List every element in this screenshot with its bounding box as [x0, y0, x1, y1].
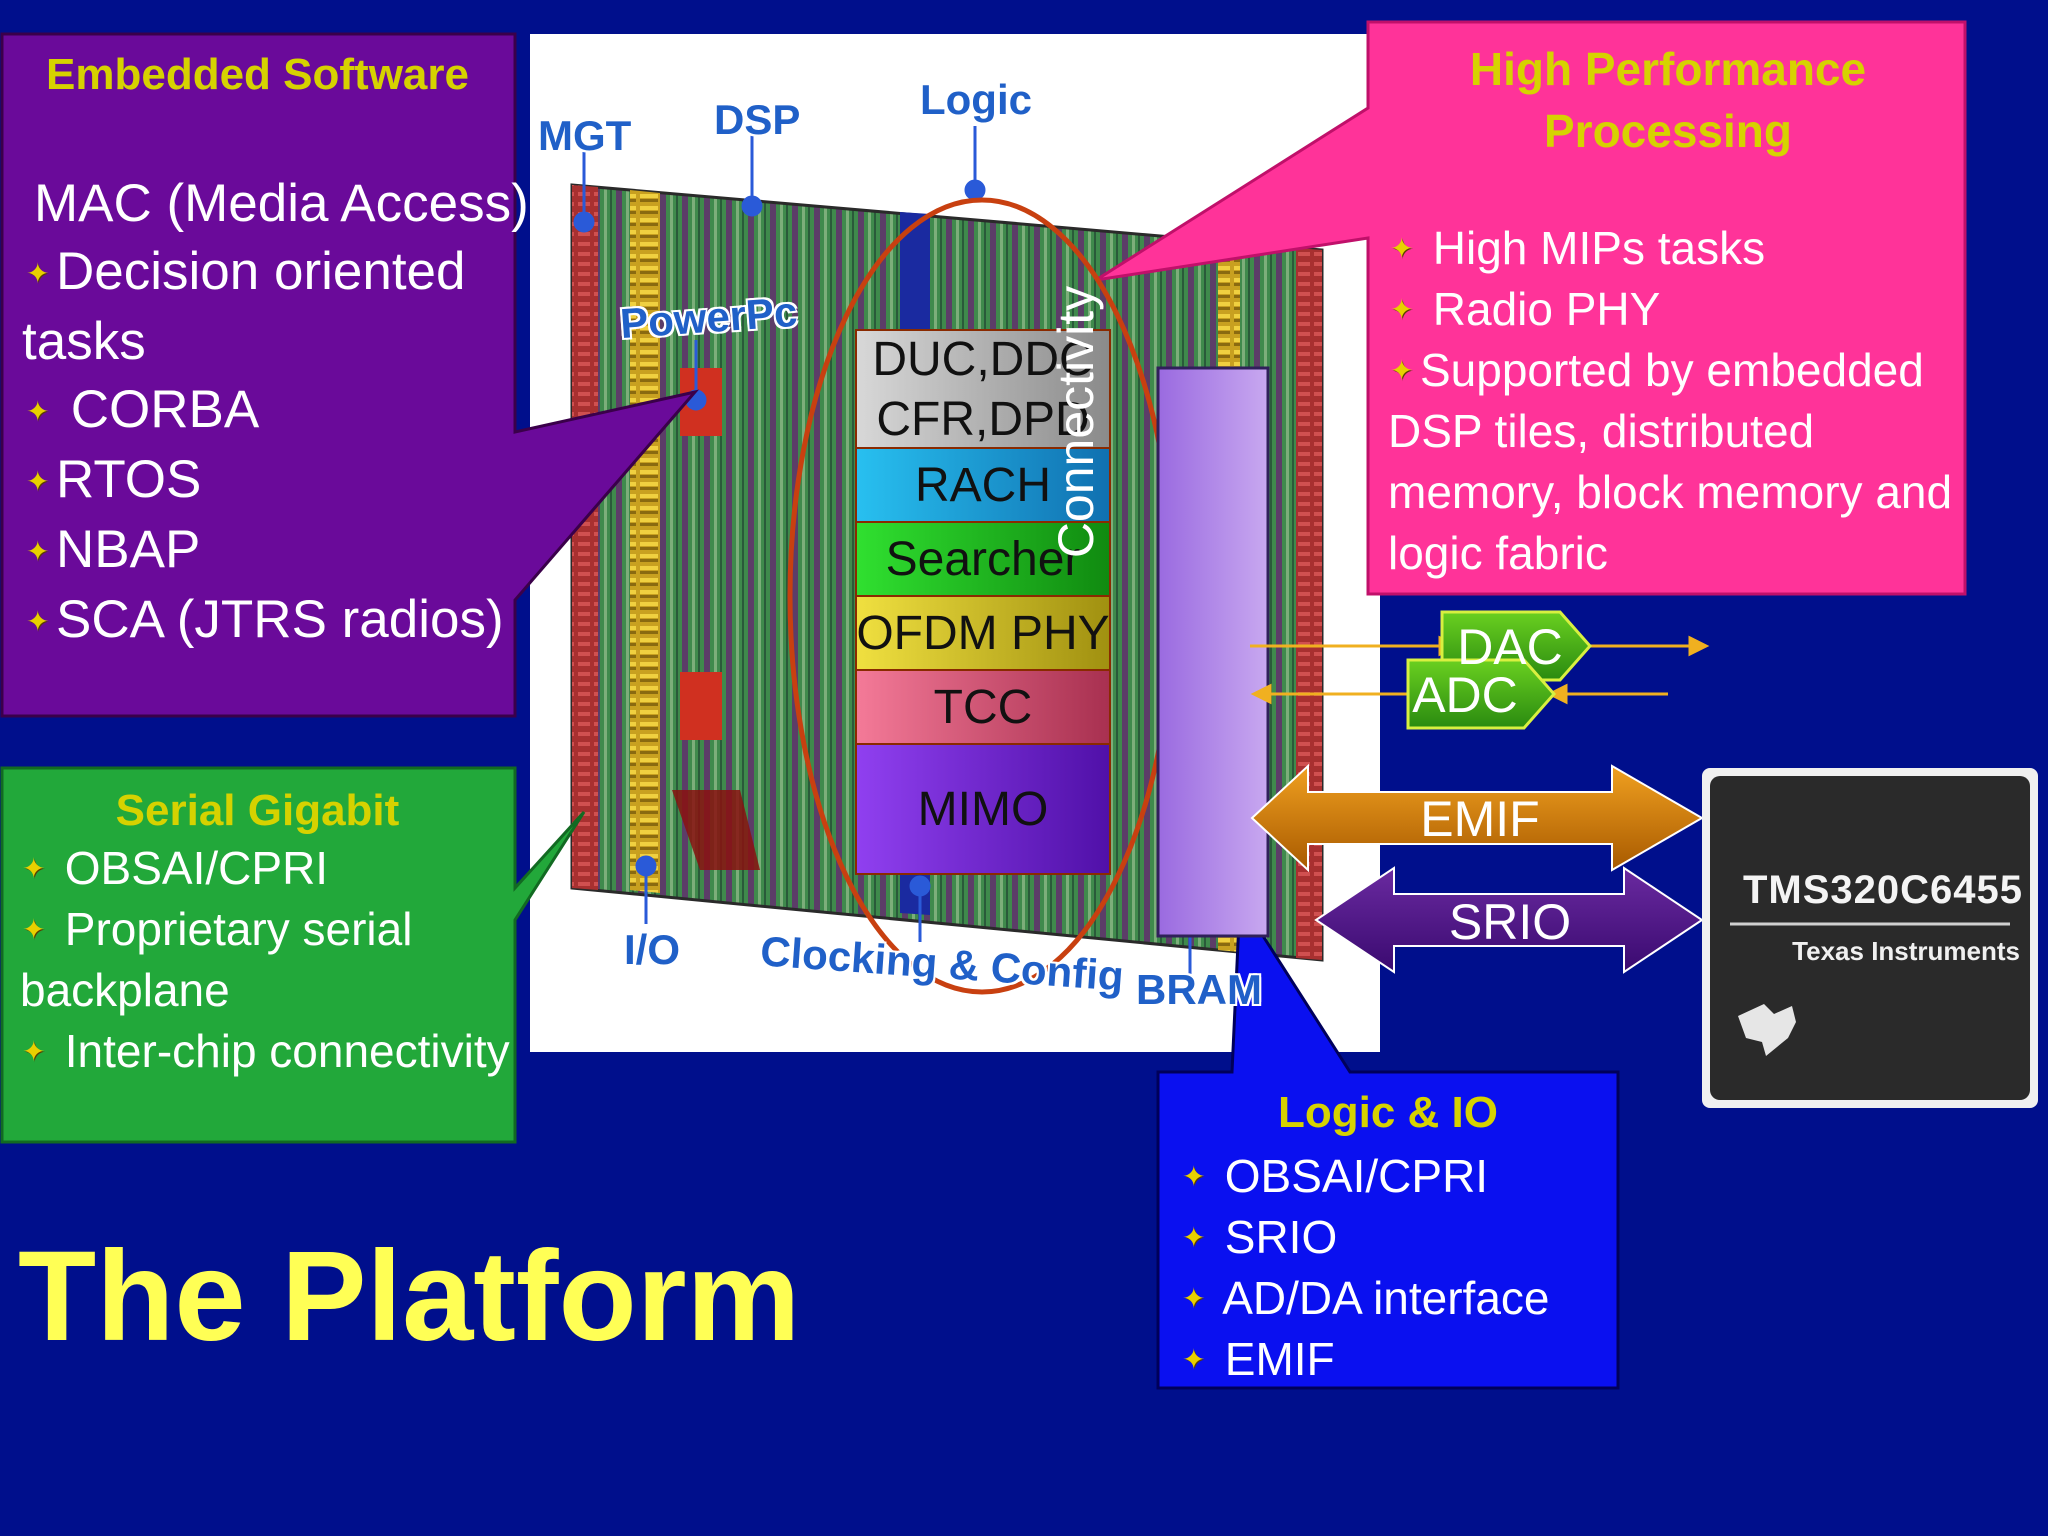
diamond-bullet-icon: ✦: [1390, 233, 1414, 264]
dac-label: DAC: [1457, 619, 1563, 675]
mgt-label: MGT: [538, 112, 632, 159]
diamond-bullet-icon: ✦: [1182, 1344, 1206, 1375]
embedded-software-item: MAC (Media Access): [34, 174, 529, 233]
high-performance-title: High Performance Processing: [1368, 38, 1968, 162]
connectivity-bar: [1156, 366, 1270, 938]
embedded-software-item: ✦RTOS: [26, 446, 529, 516]
dsp-label: DSP: [714, 96, 801, 143]
stack-block-mimo: MIMO: [917, 783, 1049, 836]
diamond-bullet-icon: ✦: [26, 396, 50, 427]
high-performance-list: ✦ High MIPs tasks ✦ Radio PHY ✦Supported…: [1388, 218, 1953, 584]
diamond-bullet-icon: ✦: [1182, 1283, 1206, 1314]
high-performance-box: [1095, 20, 1967, 596]
embedded-software-list: MAC (Media Access) ✦Decision oriented ta…: [22, 170, 529, 656]
embedded-software-item: ✦SCA (JTRS radios): [26, 586, 529, 656]
high-performance-item: ✦Supported by embedded: [1390, 340, 1952, 401]
dac-adc-links: [1250, 635, 1710, 705]
diamond-bullet-icon: ✦: [26, 466, 50, 497]
high-performance-item: ✦ Radio PHY: [1390, 279, 1952, 340]
diamond-bullet-icon: ✦: [22, 914, 46, 945]
logic-io-box: [1156, 895, 1620, 1390]
high-performance-item: DSP tiles, distributed: [1388, 405, 1815, 457]
diamond-bullet-icon: ✦: [1182, 1161, 1206, 1192]
embedded-software-item: ✦Decision oriented: [26, 238, 529, 308]
diamond-bullet-icon: ✦: [1390, 294, 1414, 325]
serial-gigabit-title: Serial Gigabit: [115, 786, 400, 835]
io-label: I/O: [624, 926, 681, 973]
diamond-bullet-icon: ✦: [1182, 1222, 1206, 1253]
diamond-bullet-icon: ✦: [22, 853, 46, 884]
embedded-software-title: Embedded Software: [46, 50, 469, 99]
diamond-bullet-icon: ✦: [26, 258, 50, 289]
diamond-bullet-icon: ✦: [22, 1036, 46, 1067]
adc-label: ADC: [1412, 667, 1518, 723]
embedded-software-item: ✦NBAP: [26, 516, 529, 586]
serial-gigabit-item: ✦ OBSAI/CPRI: [22, 838, 510, 899]
adc-shape: [1406, 658, 1557, 730]
logic-io-item: ✦ OBSAI/CPRI: [1182, 1146, 1550, 1207]
stack-block-tcc: TCC: [933, 681, 1033, 734]
ti-part-number: TMS320C6455: [1742, 868, 2024, 912]
logic-io-item: ✦ AD/DA interface: [1182, 1268, 1550, 1329]
logic-io-list: ✦ OBSAI/CPRI ✦ SRIO ✦ AD/DA interface ✦ …: [1182, 1146, 1550, 1390]
stack-block-ofdm-phy: OFDM PHY: [856, 607, 1110, 660]
stack-label-line: DUC,DDC: [872, 333, 1094, 386]
high-performance-item: ✦ High MIPs tasks: [1390, 218, 1952, 279]
serial-gigabit-item: backplane: [20, 964, 230, 1016]
serial-gigabit-list: ✦ OBSAI/CPRI ✦ Proprietary serial backpl…: [20, 838, 510, 1082]
srio-label: SRIO: [1448, 894, 1572, 950]
logic-label: Logic: [920, 76, 1032, 123]
embedded-software-box: [0, 32, 700, 718]
bram-label: BRAM: [1136, 966, 1262, 1013]
diamond-bullet-icon: ✦: [26, 536, 50, 567]
ti-manufacturer: Texas Instruments: [1792, 936, 2020, 966]
stack-label-line: CFR,DPD: [876, 393, 1090, 446]
serial-gigabit-box: [0, 766, 586, 1144]
high-performance-title-line2: Processing: [1544, 105, 1792, 157]
logic-io-item: ✦ SRIO: [1182, 1207, 1550, 1268]
emif-label: EMIF: [1420, 791, 1540, 847]
stack-block-searcher: Searcher: [885, 533, 1081, 586]
page-title: The Platform: [18, 1225, 801, 1368]
serial-gigabit-item: ✦ Proprietary serial: [22, 899, 510, 960]
high-performance-item: logic fabric: [1388, 527, 1608, 579]
diamond-bullet-icon: ✦: [26, 606, 50, 637]
stack-block-rach: RACH: [914, 459, 1051, 512]
logic-io-title: Logic & IO: [1278, 1088, 1498, 1137]
connectivity-label: Connectivity: [1048, 285, 1104, 559]
embedded-software-item: ✦ CORBA: [26, 376, 529, 446]
high-performance-item: memory, block memory and: [1388, 466, 1953, 518]
stack-block-duc-ddc: DUC,DDC CFR,DPD: [856, 330, 1110, 450]
serial-gigabit-item: ✦ Inter-chip connectivity: [22, 1021, 510, 1082]
embedded-software-item: tasks: [22, 312, 146, 371]
processing-stack: [855, 329, 1111, 875]
ti-dsp-chip: [1702, 768, 2038, 1108]
diamond-bullet-icon: ✦: [1390, 355, 1414, 386]
logic-io-item: ✦ EMIF: [1182, 1329, 1550, 1390]
high-performance-title-line1: High Performance: [1469, 43, 1867, 95]
